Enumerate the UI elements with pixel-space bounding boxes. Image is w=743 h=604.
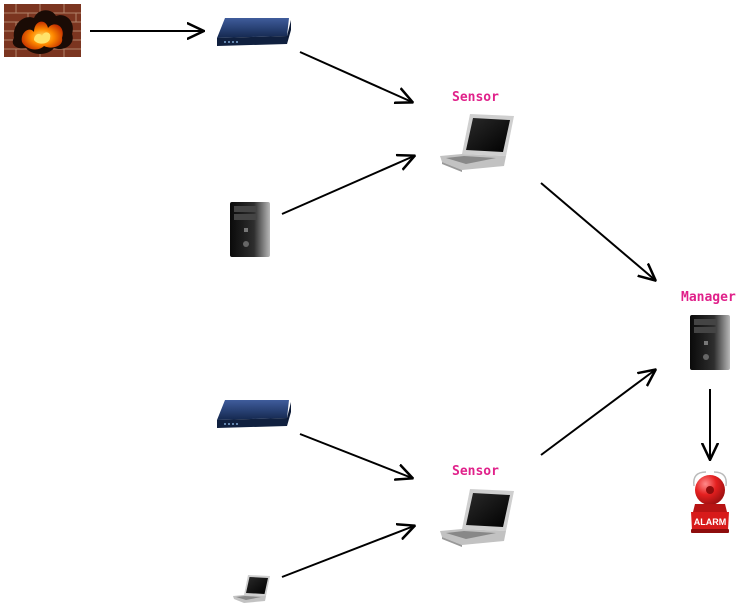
manager-label: Manager [681,290,736,305]
alarm-bell-icon: ALARM [691,471,729,533]
sensor-bottom-label: Sensor [452,464,499,479]
edge-sensor_top-to-manager [540,182,655,280]
server-tower-icon [690,315,730,370]
edge-router_top-to-sensor_top [299,51,412,102]
laptop-icon [440,114,514,172]
edge-sensor_bottom-to-manager [540,370,655,456]
router-icon [217,18,291,46]
edge-laptop_small-to-sensor_bottom [281,526,414,578]
laptop-icon [233,575,270,603]
laptop-icon [440,489,514,547]
edge-router_bottom-to-sensor_bottom [299,433,412,478]
firewall-icon [4,4,81,57]
server-tower-icon [230,202,270,257]
router-icon [217,400,291,428]
edge-server_top-to-sensor_top [281,156,414,215]
alarm-label: ALARM [694,517,727,527]
sensor-top-label: Sensor [452,90,499,105]
edges-layer [90,31,710,578]
